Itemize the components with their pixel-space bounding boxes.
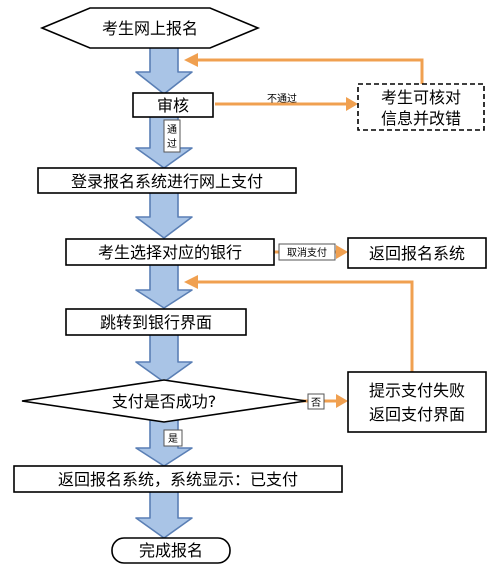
edge-fix-back-to-flow bbox=[196, 58, 424, 84]
edge-label-no-box bbox=[307, 393, 325, 410]
paid-label: 返回报名系统，系统显示：已支付 bbox=[58, 470, 298, 489]
edge-label-pass-1: 通 bbox=[167, 124, 177, 136]
review-node bbox=[132, 92, 214, 118]
end-node-label: 完成报名 bbox=[139, 541, 203, 560]
flow-arrow-login-to-bank bbox=[135, 191, 193, 239]
fix-info-node bbox=[357, 83, 485, 131]
return-system-node bbox=[347, 237, 487, 269]
login-pay-label: 登录报名系统进行网上支付 bbox=[71, 172, 263, 191]
edge-label-cancel-box bbox=[278, 243, 336, 261]
payment-fail-node bbox=[347, 371, 487, 433]
payment-decision-label: 支付是否成功? bbox=[112, 392, 217, 411]
flow-arrow-bank-to-redirect bbox=[135, 263, 193, 309]
flow-arrow-start-to-review bbox=[135, 43, 193, 95]
login-pay-node bbox=[37, 167, 297, 194]
flow-arrow-paid-to-end bbox=[135, 489, 193, 539]
bank-page-label: 跳转到银行界面 bbox=[100, 313, 212, 332]
bank-page-node bbox=[65, 308, 247, 336]
edge-fail-back-to-flow bbox=[196, 280, 414, 372]
arrowhead-fail bbox=[336, 394, 348, 408]
review-node-label: 审核 bbox=[157, 96, 189, 115]
arrowhead-fix bbox=[346, 97, 358, 111]
edge-label-yes-box bbox=[163, 429, 183, 447]
edge-label-cancel-pay: 取消支付 bbox=[287, 246, 327, 259]
edge-label-yes: 是 bbox=[168, 433, 178, 445]
payment-decision-node bbox=[21, 379, 307, 423]
return-system-label: 返回报名系统 bbox=[369, 244, 465, 263]
arrowhead-return-system bbox=[336, 245, 348, 259]
payment-fail-line2: 返回支付界面 bbox=[369, 405, 465, 424]
flow-arrow-redirect-to-decision bbox=[135, 333, 193, 383]
start-node-label: 考生网上报名 bbox=[102, 19, 198, 38]
start-node bbox=[39, 7, 261, 49]
arrowhead-fix-return bbox=[184, 53, 198, 67]
paid-node bbox=[13, 465, 343, 493]
edge-label-pass-2: 过 bbox=[167, 137, 177, 150]
choose-bank-node bbox=[65, 238, 275, 266]
edge-label-not-pass: 不通过 bbox=[267, 92, 297, 105]
payment-fail-line1: 提示支付失败 bbox=[369, 381, 465, 400]
arrowhead-fail-return bbox=[184, 275, 198, 289]
fix-info-line2: 信息并改错 bbox=[381, 109, 461, 128]
edge-label-pass-box bbox=[163, 119, 181, 153]
fix-info-line1: 考生可核对 bbox=[381, 88, 461, 107]
edge-label-no: 否 bbox=[311, 397, 321, 409]
choose-bank-label: 考生选择对应的银行 bbox=[98, 243, 242, 262]
end-node bbox=[111, 537, 231, 564]
